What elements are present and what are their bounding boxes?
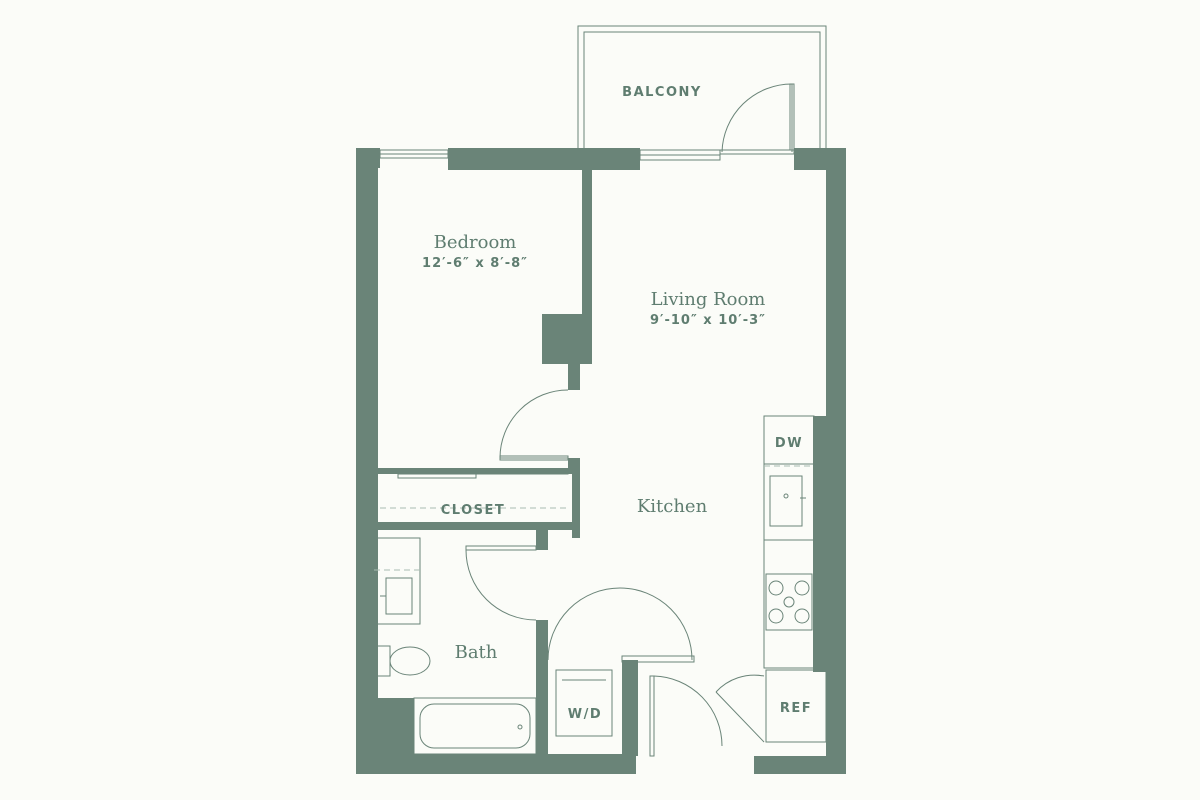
- wd-door: [547, 587, 695, 663]
- bedroom-label: Bedroom: [434, 232, 517, 253]
- interior-walls: [374, 168, 638, 756]
- entry-door: [649, 675, 723, 757]
- living-room-dimensions: 9′-10″ x 10′-3″: [650, 313, 766, 328]
- wd-label: W/D: [568, 707, 602, 722]
- dw-label: DW: [775, 436, 803, 451]
- bedroom-dimensions: 12′-6″ x 8′-8″: [422, 256, 528, 271]
- vanity-sink: [373, 537, 421, 625]
- closet-fixtures: [380, 469, 569, 509]
- balcony-label: BALCONY: [622, 85, 702, 100]
- stove: [765, 573, 813, 631]
- bath-label: Bath: [455, 642, 498, 663]
- bathtub: [413, 697, 537, 755]
- living-room-label: Living Room: [651, 289, 766, 310]
- ref-door: [715, 674, 765, 743]
- ref-label: REF: [780, 701, 812, 716]
- closet-label: CLOSET: [441, 503, 506, 518]
- windows: [379, 149, 795, 161]
- kitchen-counter: [763, 415, 815, 669]
- sink-icon: [783, 493, 806, 499]
- balcony-door: [721, 83, 795, 153]
- bath-door: [465, 545, 537, 621]
- washer-dryer: [555, 669, 613, 737]
- balcony-area: [577, 25, 827, 150]
- bedroom-door: [499, 389, 569, 461]
- kitchen-label: Kitchen: [637, 496, 708, 517]
- refrigerator: [765, 669, 827, 743]
- exterior-walls: [356, 148, 846, 774]
- toilet: [375, 645, 431, 677]
